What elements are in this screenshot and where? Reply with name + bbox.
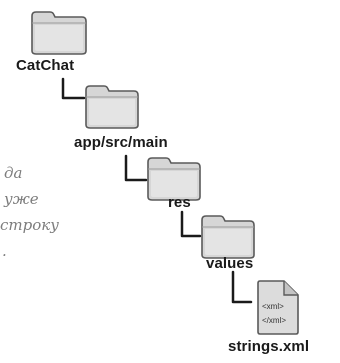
- folder-label-values: values: [206, 255, 254, 272]
- folder-icon: [30, 8, 88, 56]
- note-line: строку: [0, 216, 59, 234]
- connector-app-to-res: [124, 154, 148, 182]
- xml-close-tag: </xml>: [262, 316, 286, 325]
- note-line: уже: [4, 190, 39, 208]
- connector-res-to-values: [180, 210, 202, 238]
- folder-icon: [84, 82, 140, 130]
- xml-file-icon: <xml> </xml>: [254, 278, 302, 336]
- note-line: .: [2, 242, 7, 260]
- folder-label-catchat: CatChat: [16, 57, 75, 74]
- file-label-strings-xml: strings.xml: [228, 338, 310, 355]
- folder-icon: [200, 212, 256, 260]
- connector-values-to-strings: [231, 270, 253, 304]
- xml-open-tag: <xml>: [262, 302, 284, 311]
- connector-catchat-to-app: [61, 77, 86, 100]
- note-line: да: [4, 164, 23, 182]
- folder-label-app-src-main: app/src/main: [74, 134, 168, 151]
- folder-label-res: res: [168, 194, 191, 211]
- handwritten-note: да уже строку .: [0, 160, 59, 264]
- folder-icon: [146, 154, 202, 202]
